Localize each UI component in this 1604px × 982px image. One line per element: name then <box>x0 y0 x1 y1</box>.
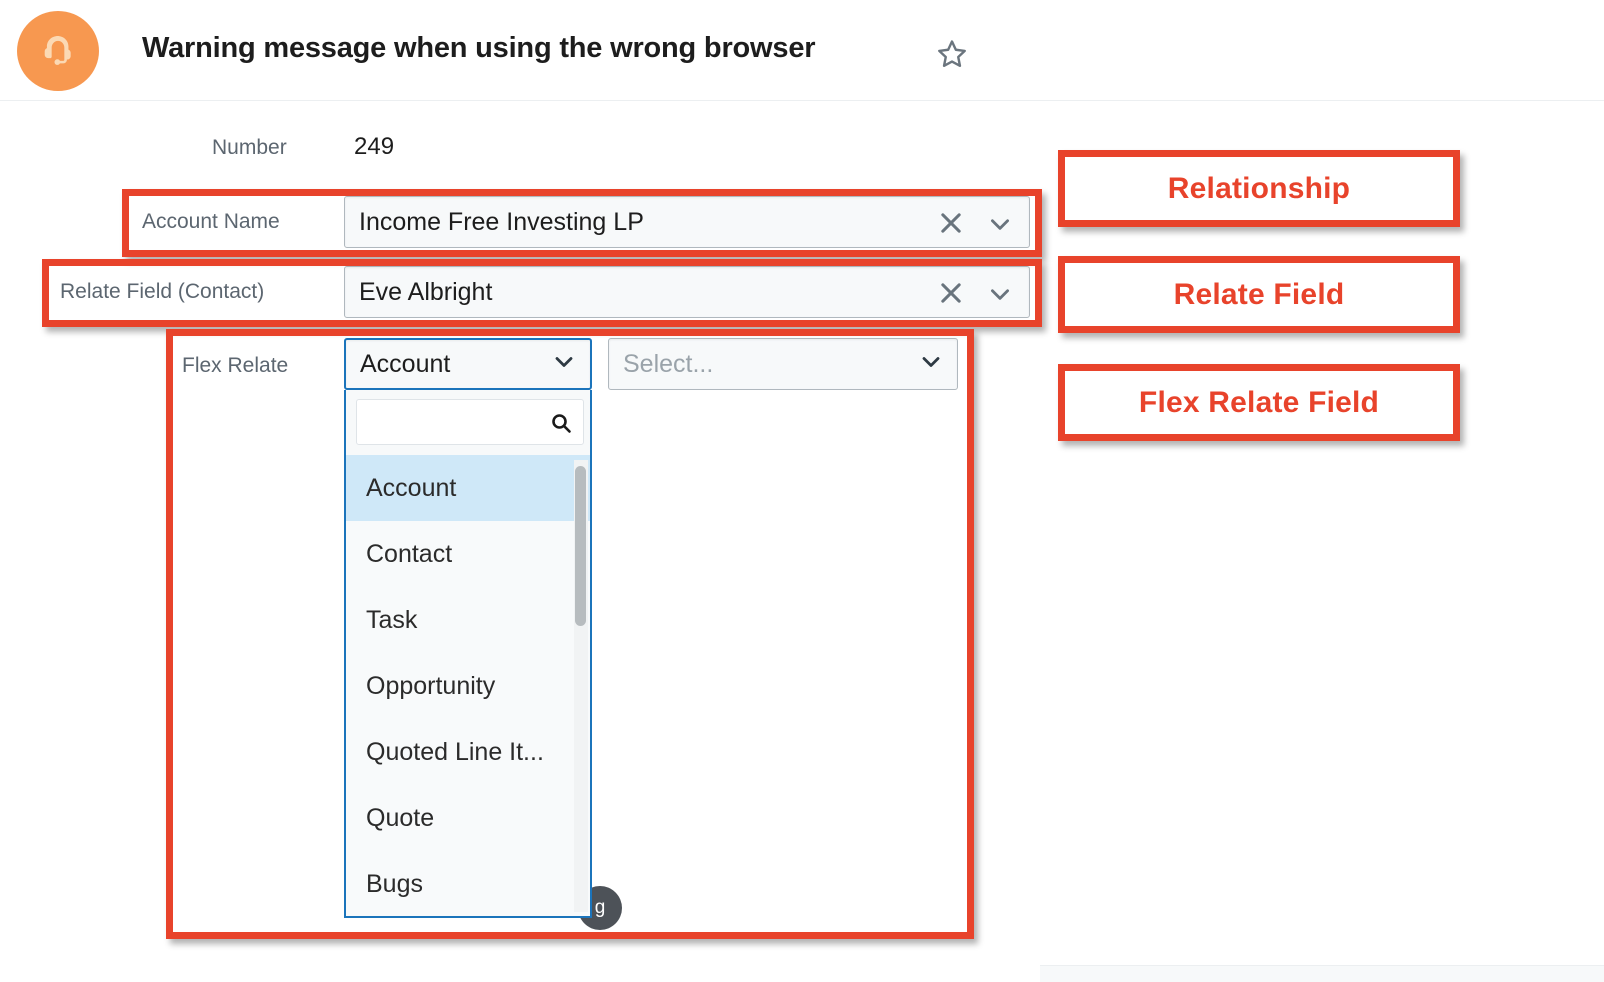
dropdown-option-quoted-line-item[interactable]: Quoted Line It... <box>346 719 590 785</box>
callout-relate-field-label: Relate Field <box>1173 277 1345 311</box>
flex-relate-record-select[interactable]: Select... <box>608 338 958 390</box>
search-icon[interactable] <box>549 411 573 440</box>
dropdown-option-list[interactable]: Account Contact Task Opportunity Quoted … <box>346 455 590 916</box>
relate-field-value: Eve Albright <box>359 277 493 306</box>
flex-relate-module-select[interactable]: Account <box>344 338 592 390</box>
callout-relationship: Relationship <box>1058 150 1460 227</box>
callout-flex-relate-field-label: Flex Relate Field <box>1138 385 1380 419</box>
dropdown-option-quote[interactable]: Quote <box>346 785 590 851</box>
flex-relate-module-dropdown: Account Contact Task Opportunity Quoted … <box>344 390 592 918</box>
dropdown-option-account[interactable]: Account <box>346 455 590 521</box>
flex-relate-label: Flex Relate <box>182 354 289 377</box>
number-label: Number <box>212 136 287 159</box>
account-name-value: Income Free Investing LP <box>359 207 644 236</box>
record-avatar <box>17 11 99 91</box>
dropdown-search-wrapper[interactable] <box>356 399 584 445</box>
star-outline-icon[interactable] <box>935 37 969 71</box>
flex-relate-module-value: Account <box>360 349 451 378</box>
close-x-icon[interactable] <box>937 209 965 242</box>
dropdown-option-opportunity[interactable]: Opportunity <box>346 653 590 719</box>
account-name-label: Account Name <box>142 210 280 233</box>
callout-relate-field: Relate Field <box>1058 256 1460 333</box>
page-header: Warning message when using the wrong bro… <box>0 0 1604 101</box>
chevron-down-icon[interactable] <box>552 350 576 379</box>
number-value: 249 <box>354 133 395 160</box>
relate-field-input[interactable]: Eve Albright <box>344 266 1030 318</box>
callout-relationship-label: Relationship <box>1167 171 1351 205</box>
dropdown-option-contact[interactable]: Contact <box>346 521 590 587</box>
page-title: Warning message when using the wrong bro… <box>142 32 816 64</box>
chevron-down-icon[interactable] <box>987 211 1013 242</box>
flex-relate-record-placeholder: Select... <box>623 349 714 378</box>
relate-field-label: Relate Field (Contact) <box>60 280 265 303</box>
callout-flex-relate-field: Flex Relate Field <box>1058 364 1460 441</box>
close-x-icon[interactable] <box>937 279 965 312</box>
account-name-input[interactable]: Income Free Investing LP <box>344 196 1030 248</box>
dropdown-scrollbar-thumb[interactable] <box>575 466 586 626</box>
chevron-down-icon[interactable] <box>987 281 1013 312</box>
bottom-panel-edge <box>1040 965 1604 982</box>
dropdown-option-bugs[interactable]: Bugs <box>346 851 590 916</box>
dropdown-option-task[interactable]: Task <box>346 587 590 653</box>
chevron-down-icon[interactable] <box>919 350 943 379</box>
dropdown-search-input[interactable] <box>365 402 545 442</box>
